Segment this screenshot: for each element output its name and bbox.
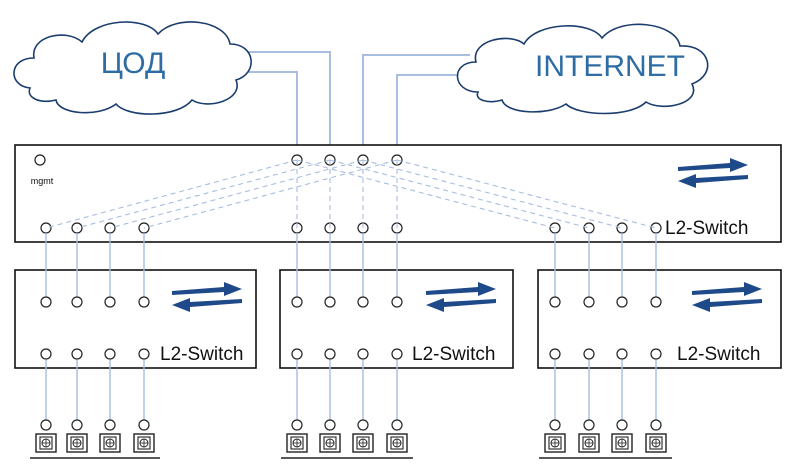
access-downlink-port — [616, 348, 628, 360]
internal-link — [109, 159, 364, 229]
datacenter-cloud-shape — [13, 21, 252, 115]
arrow-left — [172, 298, 242, 312]
terminal-port — [549, 419, 561, 431]
access-switch-3-label: L2-Switch — [677, 344, 760, 365]
core-switch-label: L2-Switch — [665, 218, 748, 239]
terminal-port — [40, 419, 52, 431]
datacenter-cloud: ЦОД — [13, 21, 252, 115]
access-switch-1-chassis — [14, 269, 257, 369]
terminal-port — [138, 419, 150, 431]
arrow-right — [172, 282, 242, 296]
core-downlink-port — [40, 222, 52, 234]
access-downlink-port — [138, 348, 150, 360]
access-uplink-port — [104, 296, 116, 308]
computer-terminal-icon — [578, 433, 600, 453]
access-downlink-port — [391, 348, 403, 360]
uplink-line-1 — [245, 71, 298, 160]
computer-terminal-icon — [611, 433, 633, 453]
internet-cloud: INTERNET — [456, 23, 709, 115]
access-downlink-port — [104, 348, 116, 360]
access-uplink-port — [549, 296, 561, 308]
internal-link — [76, 159, 331, 229]
switching-arrows-icon — [678, 158, 748, 188]
arrow-left — [678, 174, 748, 188]
computer-terminal-icon — [133, 433, 155, 453]
core-downlink-port — [616, 222, 628, 234]
computer-terminal-icon — [66, 433, 88, 453]
computer-terminal-icon — [286, 433, 308, 453]
access-uplink-port — [357, 296, 369, 308]
terminal-port — [324, 419, 336, 431]
access-uplink-port — [583, 296, 595, 308]
terminal-port — [583, 419, 595, 431]
access-downlink-port — [650, 348, 662, 360]
switching-arrows-icon — [678, 158, 748, 188]
core-downlink-port — [583, 222, 595, 234]
core-switch: mgmt L2-Switch — [14, 144, 782, 243]
internal-link — [143, 159, 398, 229]
terminal-port — [71, 419, 83, 431]
access-uplink-port — [324, 296, 336, 308]
access-uplink-port — [71, 296, 83, 308]
access-uplink-port — [40, 296, 52, 308]
internal-link — [45, 159, 298, 229]
ports-and-terminals — [30, 233, 762, 459]
uplink-links — [245, 51, 470, 160]
access-uplink-port — [391, 296, 403, 308]
access-switch-1-label: L2-Switch — [160, 344, 243, 365]
access-downlink-port — [583, 348, 595, 360]
computer-terminal-icon — [544, 433, 566, 453]
arrow-right — [426, 282, 496, 296]
internet-cloud-label: INTERNET — [535, 50, 685, 83]
switching-arrows-icon — [692, 282, 762, 312]
computer-terminal-icon — [99, 433, 121, 453]
mgmt-label: mgmt — [31, 176, 54, 186]
access-uplink-port — [138, 296, 150, 308]
uplink-line-4 — [396, 74, 470, 160]
computer-terminal-icon — [645, 433, 667, 453]
access-switch-2-label: L2-Switch — [412, 344, 495, 365]
mgmt-port — [34, 154, 46, 166]
access-downlink-port — [291, 348, 303, 360]
datacenter-cloud-label: ЦОД — [101, 47, 166, 80]
terminal-port — [391, 419, 403, 431]
access-downlink-port — [549, 348, 561, 360]
access-uplink-port — [650, 296, 662, 308]
arrow-left — [426, 298, 496, 312]
terminal-port — [650, 419, 662, 431]
access-downlink-port — [357, 348, 369, 360]
core-internal-links — [45, 159, 657, 229]
terminal-port — [357, 419, 369, 431]
switching-arrows-icon — [426, 282, 496, 312]
access-switch-1: L2-Switch — [14, 269, 257, 369]
access-downlink-port — [40, 348, 52, 360]
access-downlink-port — [71, 348, 83, 360]
access-uplink-port — [616, 296, 628, 308]
computer-terminal-icon — [319, 433, 341, 453]
terminal-port — [291, 419, 303, 431]
arrow-right — [692, 282, 762, 296]
arrow-right — [678, 158, 748, 172]
terminal-port — [104, 419, 116, 431]
computer-terminal-icon — [352, 433, 374, 453]
terminal-port — [616, 419, 628, 431]
uplink-line-3 — [362, 54, 470, 160]
switching-arrows-icon — [172, 282, 242, 312]
internet-cloud-shape — [456, 23, 709, 115]
arrow-left — [692, 298, 762, 312]
core-downlink-port — [549, 222, 561, 234]
access-uplink-port — [291, 296, 303, 308]
computer-terminal-icon — [386, 433, 408, 453]
core-downlink-port — [650, 222, 662, 234]
uplink-line-2 — [245, 51, 331, 160]
computer-terminal-icon — [35, 433, 57, 453]
access-downlink-port — [324, 348, 336, 360]
